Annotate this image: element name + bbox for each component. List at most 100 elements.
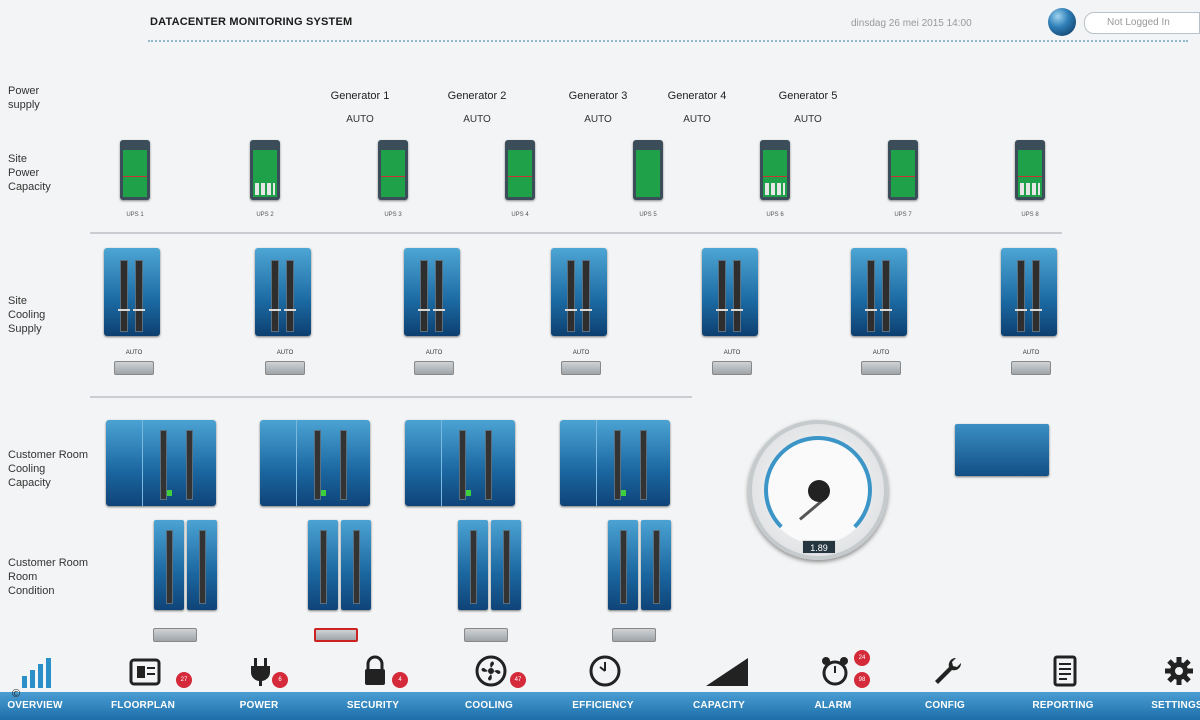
lock-icon bbox=[358, 654, 392, 688]
cooling-panel bbox=[1001, 248, 1057, 336]
row-label-customer-room-cooling-capacity: Customer Room Cooling Capacity bbox=[8, 449, 89, 489]
nav-label: COOLING bbox=[464, 700, 514, 711]
room-cooling-panel[interactable] bbox=[260, 420, 370, 506]
ups-unit[interactable]: UPS 4 bbox=[500, 140, 540, 218]
row-label-site-cooling-supply: Site Cooling Supply bbox=[8, 295, 46, 335]
info-panel bbox=[955, 424, 1049, 476]
globe-icon[interactable] bbox=[1048, 8, 1076, 36]
nav-label: ALARM bbox=[814, 700, 852, 711]
generator-status: AUTO bbox=[346, 114, 374, 125]
cooling-unit[interactable]: AUTO bbox=[255, 248, 315, 375]
wrench-icon bbox=[930, 654, 964, 688]
ups-label: UPS 8 bbox=[1021, 212, 1039, 218]
room-cooling-panel[interactable] bbox=[405, 420, 515, 506]
cooling-control-button[interactable] bbox=[114, 361, 154, 375]
generator-2[interactable]: Generator 2 AUTO bbox=[432, 90, 522, 125]
room-condition-panel[interactable] bbox=[308, 520, 372, 610]
cooling-control-button[interactable] bbox=[561, 361, 601, 375]
cooling-unit[interactable]: AUTO bbox=[851, 248, 911, 375]
nav-label: POWER bbox=[239, 700, 279, 711]
notification-badge: 4 bbox=[392, 672, 408, 688]
room-condition-button[interactable] bbox=[153, 628, 197, 642]
app-title: DATACENTER MONITORING SYSTEM bbox=[150, 16, 353, 28]
cooling-unit[interactable]: AUTO bbox=[551, 248, 611, 375]
header-datetime: dinsdag 26 mei 2015 14:00 bbox=[851, 18, 972, 29]
ups-device bbox=[1015, 140, 1045, 200]
ups-label: UPS 7 bbox=[894, 212, 912, 218]
clock-icon bbox=[588, 654, 622, 688]
nav-item-settings[interactable]: SETTINGS bbox=[1122, 648, 1200, 720]
nav-item-overview[interactable]: OVERVIEW bbox=[0, 648, 90, 720]
cooling-mode: AUTO bbox=[276, 350, 294, 356]
copyright-mark: © bbox=[12, 688, 21, 700]
bottom-nav: OVERVIEW 27 FLOORPLAN 6 POWER 4 SECURITY… bbox=[0, 648, 1200, 720]
room-condition-button[interactable] bbox=[464, 628, 508, 642]
generator-status: AUTO bbox=[794, 114, 822, 125]
gear-icon bbox=[1162, 654, 1196, 688]
ups-device bbox=[888, 140, 918, 200]
ups-label: UPS 6 bbox=[766, 212, 784, 218]
nav-item-security[interactable]: 4 SECURITY bbox=[318, 648, 428, 720]
cooling-control-button[interactable] bbox=[1011, 361, 1051, 375]
cooling-control-button[interactable] bbox=[861, 361, 901, 375]
notification-badge: 6 bbox=[272, 672, 288, 688]
room-cooling-panel[interactable] bbox=[106, 420, 216, 506]
report-icon bbox=[1048, 654, 1082, 688]
room-condition-panel[interactable] bbox=[458, 520, 522, 610]
ups-device bbox=[250, 140, 280, 200]
cooling-unit[interactable]: AUTO bbox=[1001, 248, 1061, 375]
room-condition-button[interactable] bbox=[314, 628, 358, 642]
cooling-mode: AUTO bbox=[425, 350, 443, 356]
generator-status: AUTO bbox=[463, 114, 491, 125]
ups-unit[interactable]: UPS 3 bbox=[373, 140, 413, 218]
cooling-panel bbox=[702, 248, 758, 336]
room-cooling-panel[interactable] bbox=[560, 420, 670, 506]
cooling-mode: AUTO bbox=[572, 350, 590, 356]
section-divider bbox=[90, 396, 692, 398]
ups-unit[interactable]: UPS 6 bbox=[755, 140, 795, 218]
nav-item-reporting[interactable]: REPORTING bbox=[1008, 648, 1118, 720]
ups-unit[interactable]: UPS 1 bbox=[115, 140, 155, 218]
nav-item-capacity[interactable]: CAPACITY bbox=[664, 648, 774, 720]
ups-unit[interactable]: UPS 2 bbox=[245, 140, 285, 218]
signal-bars-icon bbox=[20, 654, 54, 688]
nav-label: FLOORPLAN bbox=[110, 700, 176, 711]
ups-device bbox=[505, 140, 535, 200]
generator-name: Generator 4 bbox=[667, 90, 727, 102]
gauge-reading: 1.89 bbox=[802, 540, 836, 554]
nav-item-alarm[interactable]: 24 98 ALARM bbox=[778, 648, 888, 720]
room-condition-panel[interactable] bbox=[608, 520, 672, 610]
header-divider bbox=[148, 40, 1188, 42]
nav-label: SETTINGS bbox=[1151, 700, 1200, 711]
ups-unit[interactable]: UPS 8 bbox=[1010, 140, 1050, 218]
ups-label: UPS 2 bbox=[256, 212, 274, 218]
cooling-unit[interactable]: AUTO bbox=[404, 248, 464, 375]
notification-badge: 24 bbox=[854, 650, 870, 666]
cooling-unit[interactable]: AUTO bbox=[702, 248, 762, 375]
room-condition-panel[interactable] bbox=[154, 520, 218, 610]
cooling-control-button[interactable] bbox=[414, 361, 454, 375]
nav-label: CAPACITY bbox=[693, 700, 745, 711]
generator-name: Generator 2 bbox=[447, 90, 507, 102]
cooling-control-button[interactable] bbox=[265, 361, 305, 375]
notification-badge: 27 bbox=[176, 672, 192, 688]
floorplan-icon bbox=[128, 654, 162, 688]
room-condition-button[interactable] bbox=[612, 628, 656, 642]
login-field[interactable]: Not Logged In bbox=[1084, 12, 1200, 34]
cooling-unit[interactable]: AUTO bbox=[104, 248, 164, 375]
ups-unit[interactable]: UPS 7 bbox=[883, 140, 923, 218]
ups-unit[interactable]: UPS 5 bbox=[628, 140, 668, 218]
nav-item-efficiency[interactable]: EFFICIENCY bbox=[548, 648, 658, 720]
nav-item-config[interactable]: CONFIG bbox=[890, 648, 1000, 720]
nav-label: CONFIG bbox=[924, 700, 966, 711]
nav-label: OVERVIEW bbox=[7, 700, 63, 711]
nav-item-power[interactable]: 6 POWER bbox=[204, 648, 314, 720]
nav-item-floorplan[interactable]: 27 FLOORPLAN bbox=[88, 648, 198, 720]
nav-label: EFFICIENCY bbox=[572, 700, 634, 711]
cooling-control-button[interactable] bbox=[712, 361, 752, 375]
nav-item-cooling[interactable]: 47 COOLING bbox=[434, 648, 544, 720]
